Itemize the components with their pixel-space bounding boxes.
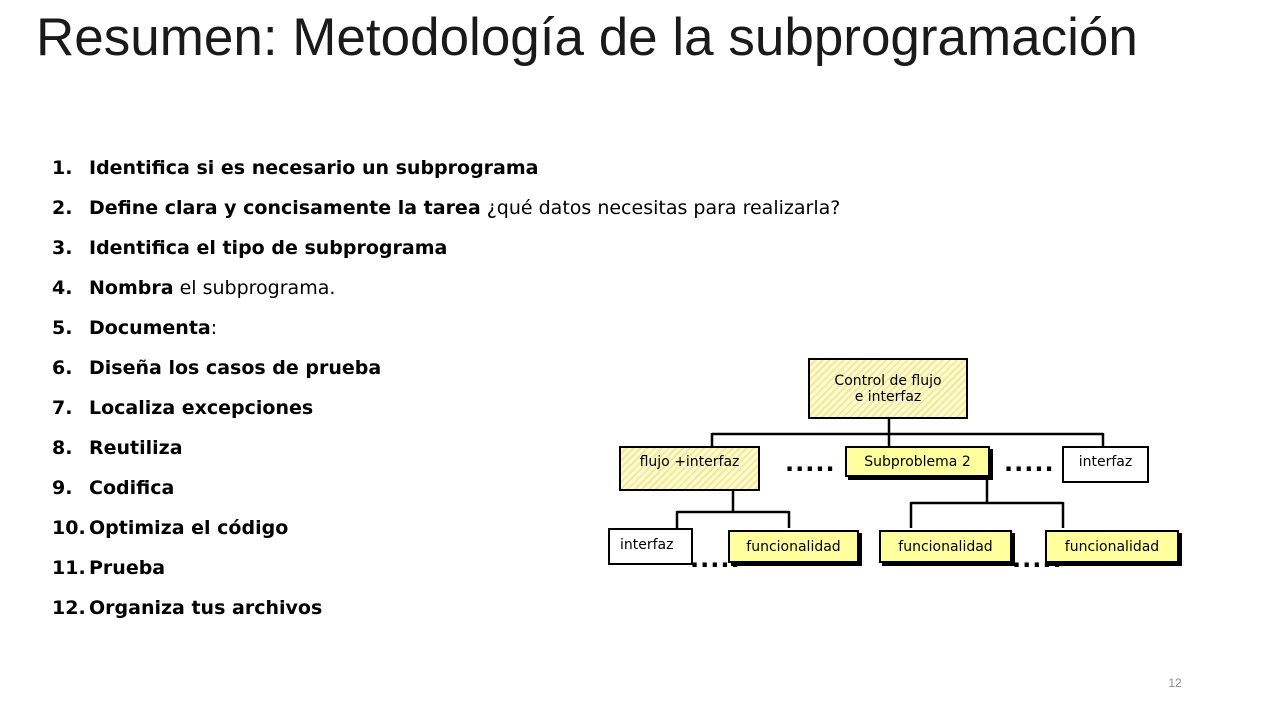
list-item: 4.Nombra el subprograma. <box>52 277 336 299</box>
slide-title: Resumen: Metodología de la subprogramaci… <box>36 8 1138 67</box>
ellipsis-right: ..... <box>1004 449 1055 477</box>
list-item: 9.Codifica <box>52 477 175 499</box>
diagram-node-interfaz-bottom: interfaz <box>608 528 693 565</box>
list-item: 11.Prueba <box>52 557 166 579</box>
steps-list: 1.Identifica si es necesario un subprogr… <box>52 148 840 628</box>
diagram-node-funcionalidad-2: funcionalidad <box>879 530 1012 563</box>
page-number: 12 <box>1168 676 1182 690</box>
list-item: 1.Identifica si es necesario un subprogr… <box>52 157 539 179</box>
list-item: 3.Identifica el tipo de subprograma <box>52 237 448 259</box>
diagram-node-subproblema-2: Subproblema 2 <box>845 446 990 477</box>
list-item: 10.Optimiza el código <box>52 517 289 539</box>
ellipsis-left: ..... <box>785 449 836 477</box>
diagram-node-funcionalidad-1: funcionalidad <box>728 530 859 563</box>
list-item: 12.Organiza tus archivos <box>52 597 323 619</box>
list-item: 2.Define clara y concisamente la tarea ¿… <box>52 197 841 219</box>
list-item: 5.Documenta: <box>52 317 218 339</box>
diagram-node-interfaz-right: interfaz <box>1062 446 1149 483</box>
diagram-node-root: Control de flujo e interfaz <box>808 358 968 419</box>
list-item: 7.Localiza excepciones <box>52 397 314 419</box>
diagram-node-funcionalidad-3: funcionalidad <box>1045 530 1179 563</box>
diagram-node-flujo-interfaz: flujo +interfaz <box>619 446 760 491</box>
list-item: 8.Reutiliza <box>52 437 183 459</box>
list-item: 6.Diseña los casos de prueba <box>52 357 382 379</box>
